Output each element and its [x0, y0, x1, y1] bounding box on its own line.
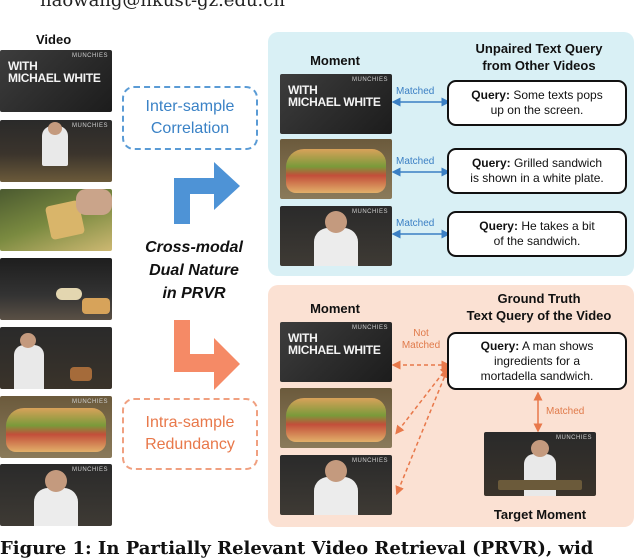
top-moment-header: Moment: [310, 53, 360, 68]
frame-watermark: MUNCHIES: [71, 399, 108, 405]
frame-watermark: MUNCHIES: [351, 77, 388, 83]
video-frame-7: MUNCHIES: [0, 464, 112, 526]
bottom-moment-header: Moment: [310, 301, 360, 316]
frame-watermark: MUNCHIES: [351, 325, 388, 331]
ground-truth-matched-label: Matched: [546, 406, 585, 417]
frame-watermark: MUNCHIES: [71, 467, 108, 473]
video-label: Video: [36, 32, 72, 47]
frame-watermark: MUNCHIES: [351, 209, 388, 215]
top-matched-arrows: [392, 97, 451, 239]
matched-label-3: Matched: [396, 218, 435, 229]
matched-label-2: Matched: [396, 156, 435, 167]
figure-caption: Figure 1: In Partially Relevant Video Re…: [0, 538, 594, 559]
bottom-moment-frame-2: [280, 388, 392, 448]
frame-watermark: MUNCHIES: [71, 123, 108, 129]
video-frame-2: MUNCHIES: [0, 120, 112, 182]
target-moment-label: Target Moment: [493, 507, 587, 522]
author-email: haowang@hkust-gz.edu.cn: [40, 0, 285, 11]
video-frame-5: [0, 327, 112, 389]
bottom-not-matched-arrows: [392, 360, 451, 495]
bottom-moment-frame-3: MUNCHIES: [280, 455, 392, 515]
orange-arrow-icon: [174, 320, 240, 390]
video-frame-4: [0, 258, 112, 320]
matched-label-1: Matched: [396, 86, 435, 97]
frame-watermark: MUNCHIES: [555, 435, 592, 441]
video-frame-3: [0, 189, 112, 251]
target-moment-frame: MUNCHIES: [484, 432, 596, 496]
top-moment-frame-3: MUNCHIES: [280, 206, 392, 266]
top-moment-frame-2: [280, 139, 392, 199]
frame-watermark: MUNCHIES: [71, 53, 108, 59]
video-frame-6: MUNCHIES: [0, 396, 112, 458]
frame-watermark: MUNCHIES: [351, 458, 388, 464]
blue-arrow-icon: [174, 162, 240, 224]
ground-truth-matched-arrow: [533, 392, 543, 432]
